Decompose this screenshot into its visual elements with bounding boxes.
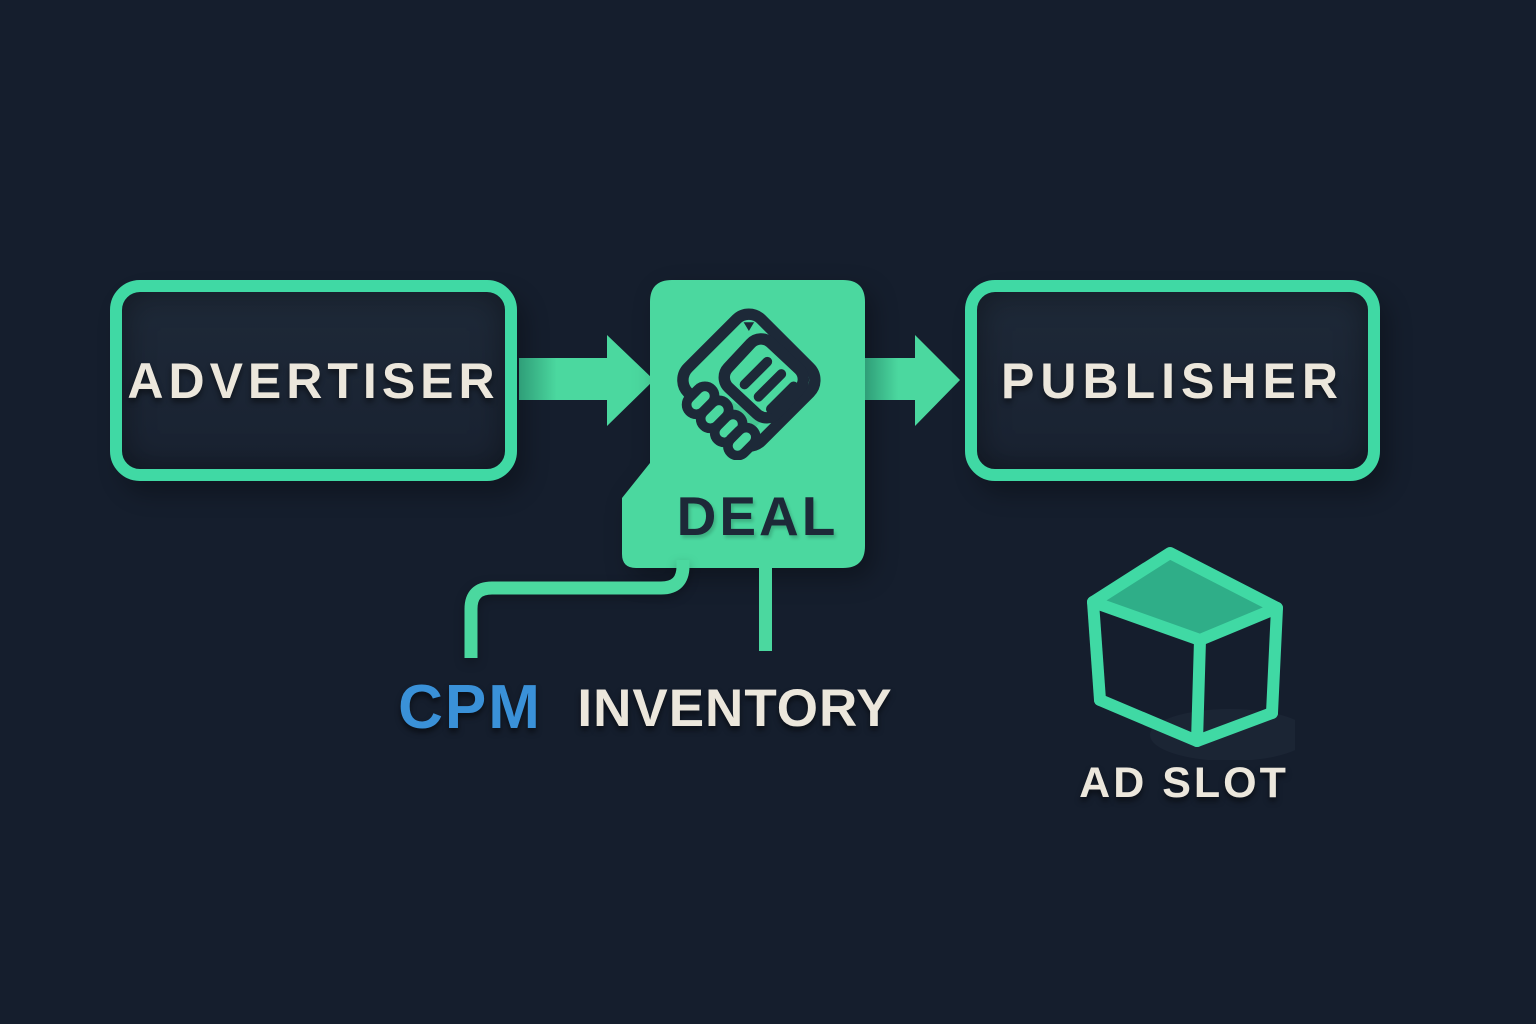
cube-icon — [1087, 547, 1295, 760]
cpm-label: CPM — [398, 672, 542, 742]
arrow-right-icon — [519, 335, 654, 426]
publisher-label: PUBLISHER — [1001, 352, 1344, 409]
publisher-node: PUBLISHER — [965, 280, 1380, 481]
arrow-right-icon — [865, 335, 960, 426]
advertiser-node: ADVERTISER — [110, 280, 517, 481]
deal-label: DEAL — [676, 485, 839, 547]
ad-slot-label: AD SLOT — [1079, 758, 1289, 807]
inventory-label: INVENTORY — [577, 678, 893, 738]
advertiser-label: ADVERTISER — [127, 352, 500, 409]
handshake-icon — [677, 308, 821, 460]
connector-deal-to-inventory — [759, 567, 772, 651]
connector-deal-to-cpm — [464, 560, 690, 658]
